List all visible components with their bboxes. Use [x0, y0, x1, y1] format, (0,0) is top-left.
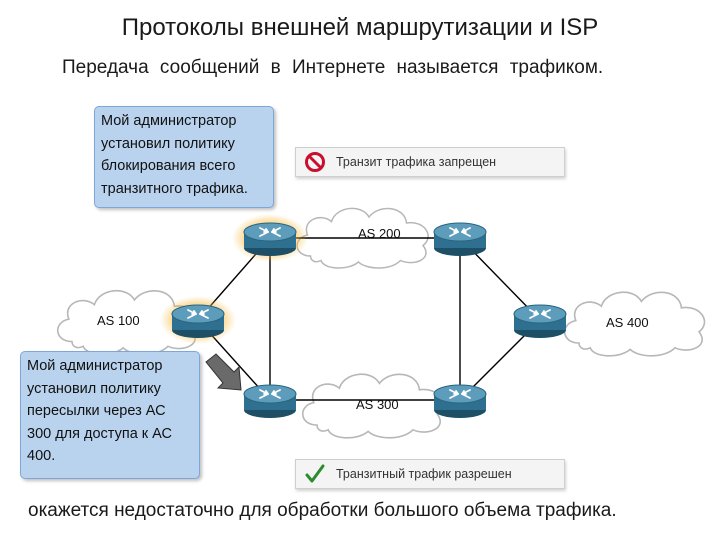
callout-blocking-policy: Мой администратор установил политику бло… — [94, 106, 274, 208]
router-icon — [243, 222, 297, 257]
page-title: Протоколы внешней маршрутизации и ISP — [121, 14, 599, 41]
router-icon — [433, 222, 487, 257]
router-icon — [513, 304, 567, 339]
status-transit-denied: Транзит трафика запрещен — [295, 147, 565, 177]
status-denied-label: Транзит трафика запрещен — [336, 155, 497, 169]
bottom-text: окажется недостаточно для обработки боль… — [28, 500, 617, 521]
status-transit-allowed: Транзитный трафик разрешен — [295, 459, 565, 489]
status-allowed-label: Транзитный трафик разрешен — [336, 467, 512, 481]
prohibited-icon — [305, 152, 325, 172]
arrow-icon — [205, 353, 242, 391]
checkmark-icon — [305, 464, 325, 483]
callout-forwarding-policy: Мой администратор установил политику пер… — [20, 351, 200, 479]
page-subtitle: Передача сообщений в Интернете называетс… — [62, 57, 604, 78]
cloud-label-as200: AS 200 — [358, 226, 401, 241]
router-icon — [433, 384, 487, 419]
router-icon — [243, 384, 297, 419]
cloud-label-as100: AS 100 — [97, 313, 140, 328]
cloud-label-as400: AS 400 — [606, 315, 649, 330]
router-icon — [171, 304, 225, 339]
cloud-label-as300: AS 300 — [356, 397, 399, 412]
